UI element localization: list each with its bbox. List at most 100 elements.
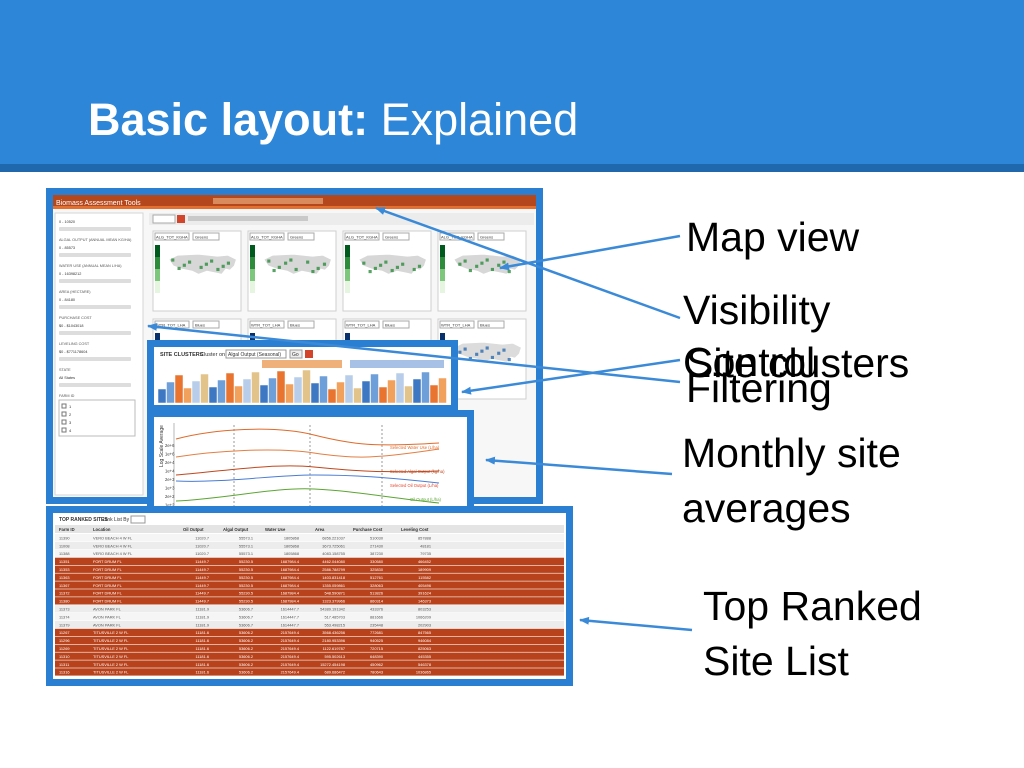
ranked-column-header[interactable]: Purchase Cost [353,527,383,532]
table-row[interactable] [55,628,564,637]
map-variable-select[interactable] [344,320,380,329]
cluster-block[interactable] [251,371,260,404]
table-row[interactable] [55,549,564,558]
cluster-block[interactable] [395,372,405,404]
map-variable-select[interactable] [249,320,285,329]
cluster-block[interactable] [344,374,354,404]
table-row[interactable] [55,541,564,550]
cluster-block[interactable] [370,373,379,404]
farm-id-list[interactable] [58,399,136,437]
filter-slider[interactable] [59,383,131,387]
table-cell: 450962 [370,662,383,667]
cluster-block[interactable] [404,385,413,404]
table-row[interactable] [55,636,564,644]
farm-id-checkbox[interactable] [61,419,67,425]
rank-by-select[interactable] [130,515,146,524]
ranked-column-header[interactable]: Oil Output [183,527,204,532]
table-row[interactable] [55,644,564,652]
table-cell: 11388 [59,551,70,556]
filter-slider[interactable] [59,227,131,231]
cluster-block[interactable] [166,381,175,404]
monthly-ylabel: Log Scale Average [159,425,165,467]
map-variable-select[interactable] [154,232,190,241]
table-row[interactable] [55,589,564,597]
map-color-select[interactable] [382,232,410,241]
cluster-block[interactable] [234,385,243,404]
map-color-select[interactable] [192,232,220,241]
cluster-block[interactable] [157,388,167,404]
table-row[interactable] [55,557,564,565]
filter-slider[interactable] [59,279,131,283]
ranked-column-header[interactable]: Area [315,527,325,532]
cluster-block[interactable] [200,373,209,404]
table-row[interactable] [55,573,564,581]
farm-id-checkbox[interactable] [61,403,67,409]
ranked-column-header[interactable]: Water Use [265,527,286,532]
map-color-select[interactable] [477,232,505,241]
cluster-block[interactable] [174,374,184,404]
map-color-select[interactable] [382,320,410,329]
map-variable-select[interactable] [249,232,285,241]
cluster-block[interactable] [208,386,218,404]
cluster-block[interactable] [242,378,252,404]
farm-id-checkbox[interactable] [61,427,67,433]
clear-button[interactable] [305,350,313,358]
table-row[interactable] [55,613,564,621]
filter-slider[interactable] [59,305,131,309]
table-cell: 79735 [420,551,431,556]
map-thumbnail[interactable] [152,230,242,312]
map-color-select[interactable] [287,232,315,241]
cluster-on-select[interactable] [225,349,287,359]
cluster-block[interactable] [438,377,447,404]
table-row[interactable] [55,581,564,589]
go-button[interactable] [289,349,303,359]
map-color-select[interactable] [287,320,315,329]
table-cell: 6856.221037 [322,535,345,540]
map-legend-swatch [440,333,445,345]
cluster-block[interactable] [268,377,277,404]
table-row[interactable] [55,660,564,668]
farm-id-checkbox[interactable] [61,411,67,417]
cluster-block[interactable] [327,388,337,404]
map-color-select[interactable] [477,320,505,329]
cluster-block[interactable] [310,382,320,404]
cluster-block[interactable] [183,387,192,404]
table-row[interactable] [55,597,564,605]
table-row[interactable] [55,565,564,573]
filter-slider[interactable] [59,253,131,257]
ranked-column-header[interactable]: Leveling Cost [401,527,429,532]
cluster-block[interactable] [387,379,396,404]
cluster-block[interactable] [225,372,235,404]
cluster-block[interactable] [336,381,345,404]
table-row[interactable] [55,668,564,676]
cluster-block[interactable] [353,387,362,404]
cluster-block[interactable] [285,383,294,404]
cluster-block[interactable] [319,375,328,404]
table-row[interactable] [55,605,564,613]
filter-slider[interactable] [59,357,131,361]
cluster-block[interactable] [302,369,311,404]
cluster-block[interactable] [217,379,226,404]
filter-slider[interactable] [59,331,131,335]
cluster-block[interactable] [293,376,303,404]
ranked-column-header[interactable]: Location [93,527,111,532]
ranked-column-header[interactable]: Algal Output [223,527,249,532]
table-row[interactable] [55,620,564,629]
table-cell: 271430 [370,543,384,548]
map-variable-select[interactable] [439,320,475,329]
ranked-column-header[interactable]: Farm ID [59,527,75,532]
cluster-block[interactable] [259,384,269,404]
cluster-block[interactable] [429,384,439,404]
cluster-block[interactable] [421,371,430,404]
table-row[interactable] [55,534,564,542]
map-variable-select[interactable] [344,232,380,241]
map-color-select[interactable] [192,320,220,329]
cluster-block[interactable] [361,380,371,404]
cluster-block[interactable] [378,386,388,404]
cluster-block[interactable] [412,378,422,404]
cluster-block[interactable] [191,380,201,404]
table-cell: 11372 [59,591,70,596]
table-row[interactable] [55,652,564,660]
callout-visibility: Visibility [683,287,831,333]
cluster-block[interactable] [276,370,286,404]
